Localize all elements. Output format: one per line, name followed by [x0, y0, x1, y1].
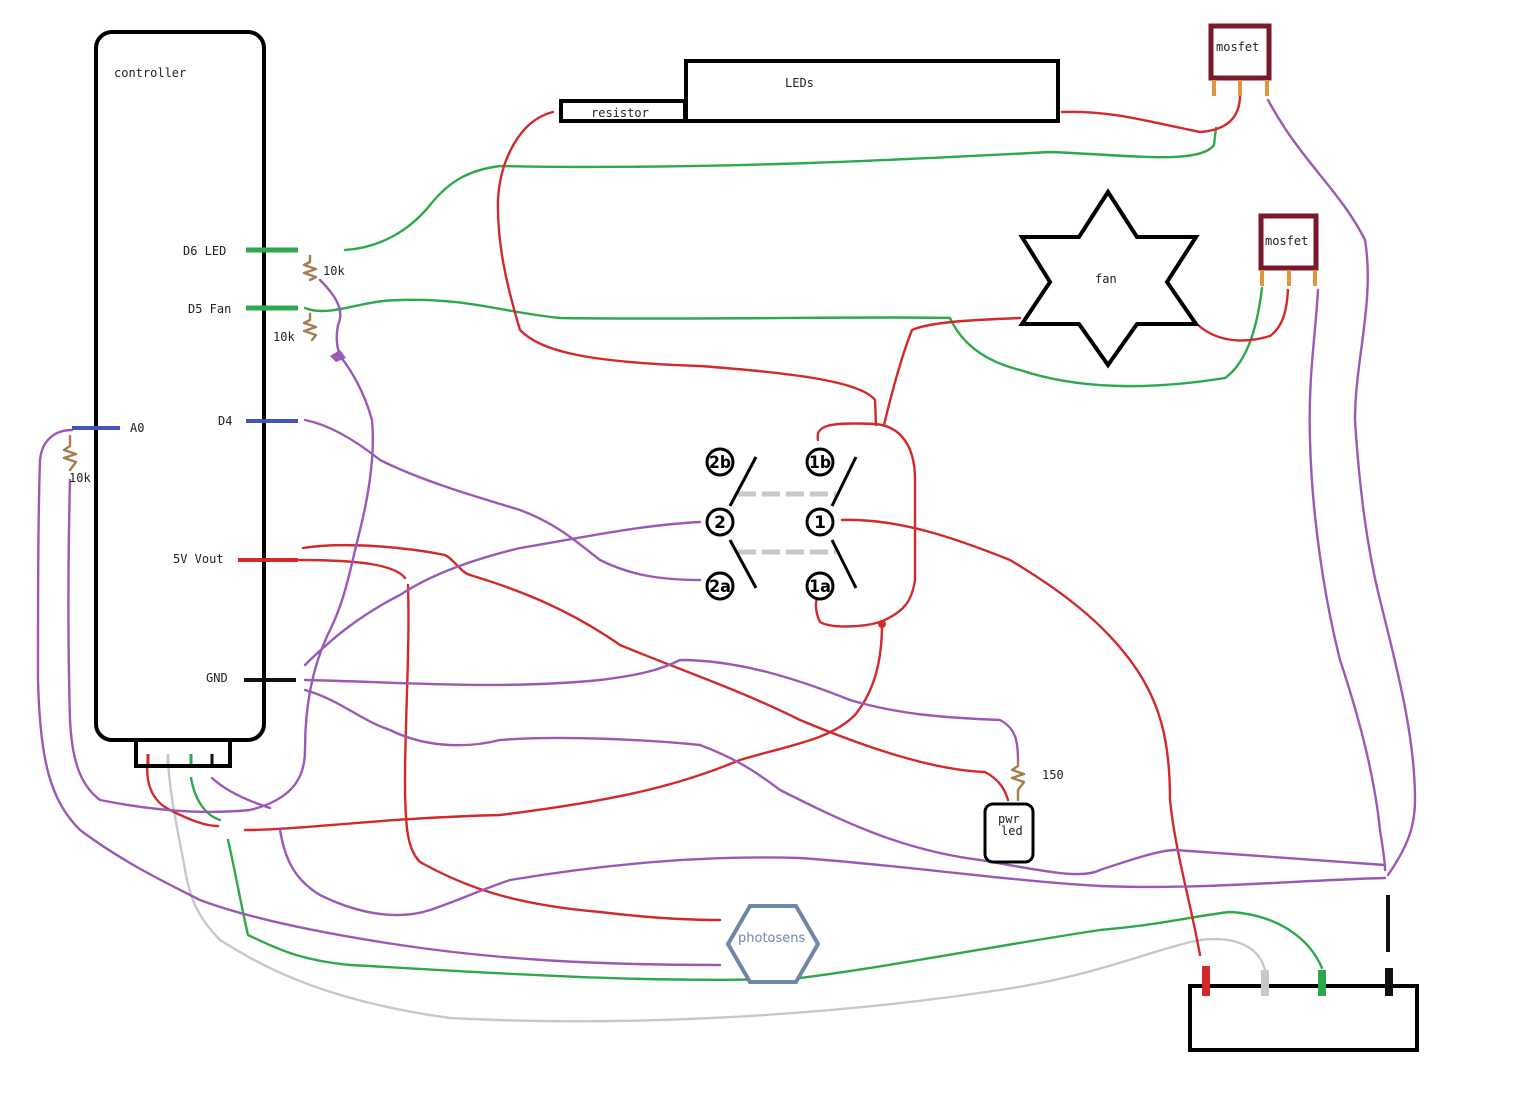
power-led-label-1: pwr — [998, 812, 1020, 826]
wire-red-fan-to-mosfet2 — [1196, 288, 1290, 342]
wire-red-vout-down — [403, 583, 722, 922]
wire-red-resistor-to-switch — [496, 110, 878, 427]
terminal-pin-green — [1318, 970, 1326, 996]
wire-green-usb-to-terminal — [189, 776, 222, 822]
resistor-d6-label: 10k — [323, 264, 345, 278]
wire-red-vout-top2 — [301, 543, 1010, 802]
power-led-label-2: led — [1001, 824, 1023, 838]
photosensor-label: photosens — [738, 931, 806, 946]
resistor-d5-label: 10k — [273, 330, 295, 344]
switch-pole-1: 1 — [805, 507, 835, 537]
switch-pole-1b-label: 1b — [809, 453, 831, 473]
led-strip-assembly: resistor LEDs — [559, 59, 1060, 123]
fan: fan — [1018, 188, 1200, 369]
mosfet-1: mosfet — [1208, 23, 1272, 96]
mosfet-1-label: mosfet — [1216, 40, 1259, 54]
mosfet-2: mosfet — [1258, 213, 1319, 286]
wire-purple-terminal-top — [1173, 848, 1387, 867]
switch-junction-dot — [878, 620, 886, 628]
wire-purple-usb-down — [278, 828, 1387, 917]
wire-red-switch-loop — [814, 422, 917, 628]
photosensor-hexagon — [725, 904, 821, 984]
wire-purple-usb-right — [210, 776, 272, 810]
wire-purple-gnd-long — [303, 658, 1020, 762]
terminal-pin-black — [1385, 968, 1393, 996]
power-led-body — [983, 802, 1035, 864]
wire-green-d5-to-mosfet2 — [303, 286, 1264, 388]
switch-pole-1-label: 1 — [814, 513, 826, 533]
switch-pole-2b-label: 2b — [709, 453, 731, 473]
pin-label-d5: D5 Fan — [188, 302, 231, 316]
pin-label-d4: D4 — [218, 414, 232, 428]
wire-purple-gnd-to-terminal — [303, 688, 1177, 876]
wire-purple-mosfet1-to-terminal — [1266, 98, 1417, 877]
mosfet-2-body — [1258, 213, 1319, 271]
fan-star — [1018, 188, 1200, 369]
pin-label-gnd: GND — [206, 671, 228, 685]
junction-dot — [330, 350, 346, 362]
resistor-a0-label: 10k — [69, 471, 91, 485]
dpdt-switch: 2b 2 2a 1b 1 1a — [705, 447, 886, 628]
resistor-pwrled-zigzag — [1010, 758, 1026, 802]
resistor-pwrled-label: 150 — [1042, 768, 1064, 782]
terminal-block-body — [1188, 984, 1419, 1052]
switch-pole-2a: 2a — [705, 571, 735, 601]
power-led: pwr led — [983, 802, 1035, 864]
wire-red-fan-to-switch — [882, 316, 1022, 427]
controller-board: controller D6 LED D5 Fan D4 A0 5V Vout G… — [72, 30, 298, 768]
terminal-pin-gray — [1261, 970, 1269, 996]
switch-pole-2b: 2b — [705, 447, 735, 477]
wire-purple-switch2-to-gnd — [303, 520, 702, 667]
mosfet-2-label: mosfet — [1265, 234, 1308, 248]
wire-green-d6-to-mosfet1 — [343, 126, 1218, 252]
controller-title: controller — [114, 66, 186, 80]
switch-pole-2-label: 2 — [714, 513, 726, 533]
pin-label-a0: A0 — [130, 421, 144, 435]
controller-outline — [94, 30, 266, 742]
switch-pole-2: 2 — [705, 507, 735, 537]
switch-lever-1-top — [830, 456, 858, 507]
usb-connector — [134, 738, 232, 768]
leds-label: LEDs — [785, 76, 814, 90]
resistor-a0-zigzag — [62, 434, 78, 472]
wire-purple-mosfet2-to-terminal — [1308, 288, 1387, 872]
resistor-d6-zigzag — [302, 254, 318, 282]
leds-box — [684, 59, 1060, 123]
photosensor: photosens — [725, 904, 821, 984]
pin-label-vout: 5V Vout — [173, 552, 224, 566]
wire-red-vout-to-led — [298, 558, 407, 580]
small-resistors: 10k 10k 10k 150 — [62, 254, 1064, 802]
wire-purple-d4-to-switch — [303, 418, 702, 582]
switch-pole-1a-label: 1a — [809, 577, 831, 597]
switch-pole-1b: 1b — [805, 447, 835, 477]
wire-red-usb-left — [146, 756, 220, 828]
resistor-d5-zigzag — [302, 312, 318, 342]
mosfet-1-body — [1208, 23, 1272, 81]
terminal-block — [1188, 895, 1419, 1052]
wire-red-switch1-to-terminal — [840, 518, 1202, 957]
wire-red-leds-to-mosfet1 — [1060, 93, 1242, 134]
switch-pole-1a: 1a — [805, 571, 835, 601]
switch-lever-2-top — [728, 456, 758, 507]
wire-gray-usb-to-terminal — [166, 758, 1267, 1023]
switch-lever-2-bottom — [728, 539, 758, 589]
resistor-box-label: resistor — [591, 106, 649, 120]
wire-red-switch-to-usb — [243, 622, 884, 832]
switch-lever-1-bottom — [830, 539, 858, 589]
pin-label-d6: D6 LED — [183, 244, 226, 258]
terminal-pin-red — [1202, 966, 1210, 996]
wire-purple-a0-left — [36, 428, 722, 967]
fan-label: fan — [1095, 272, 1117, 286]
switch-pole-2a-label: 2a — [709, 577, 731, 597]
